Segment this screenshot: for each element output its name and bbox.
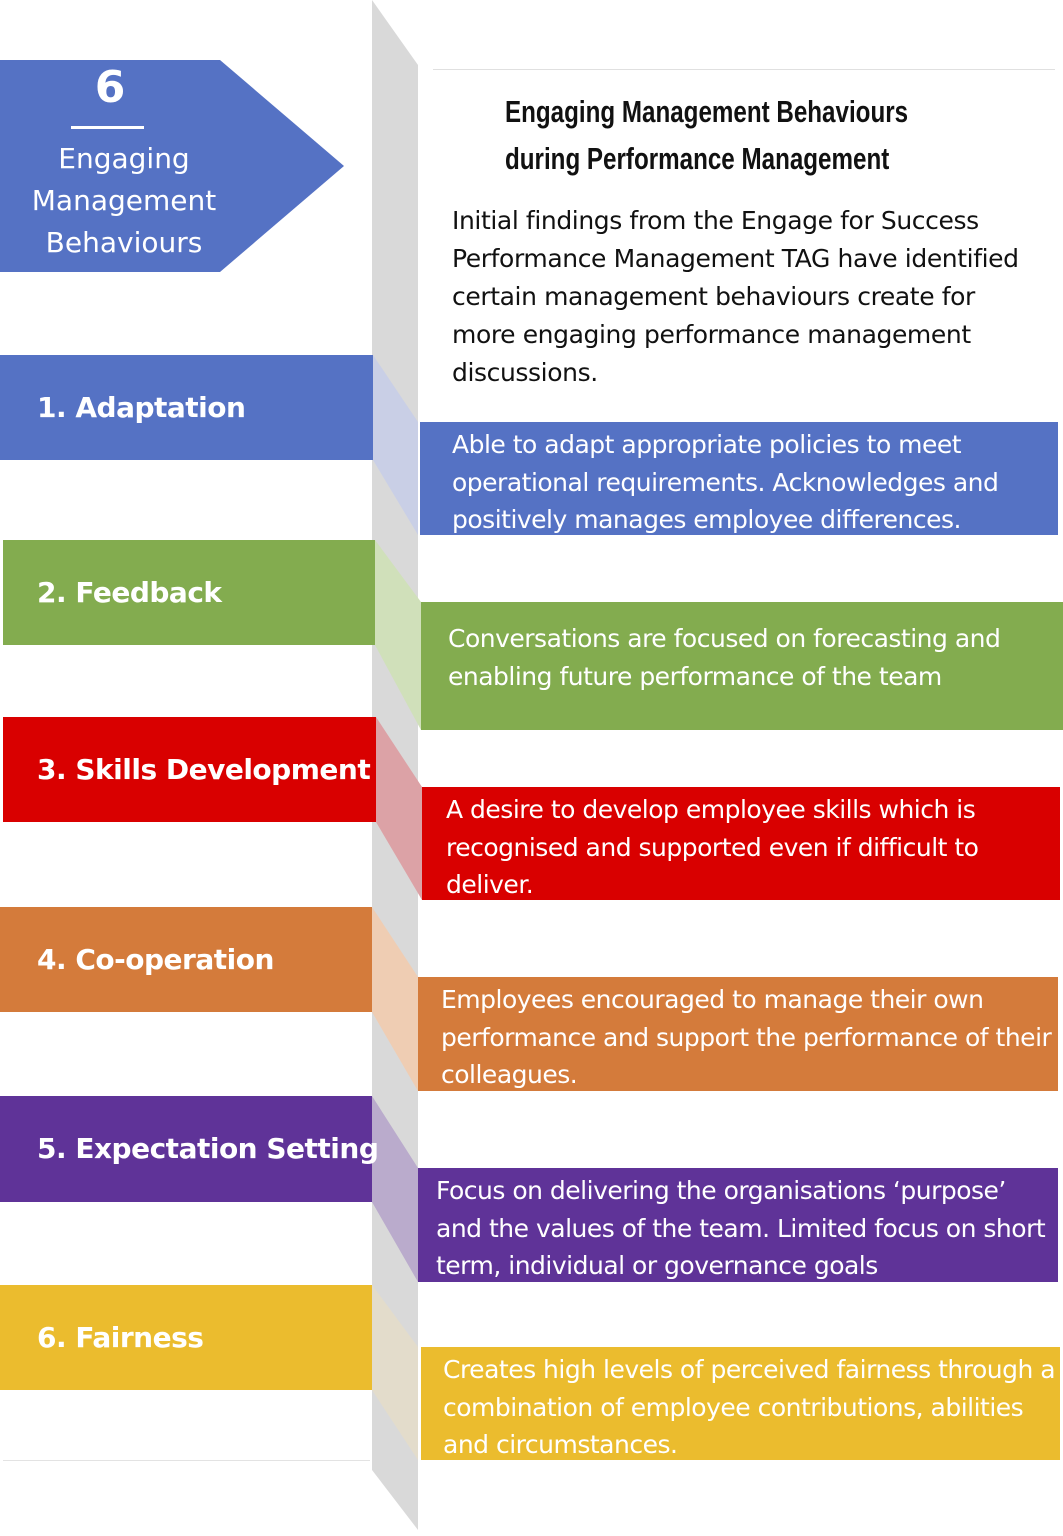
behaviour-label: 5. Expectation Setting	[37, 1132, 379, 1165]
header-number: 6	[94, 62, 126, 113]
behaviour-description-feedback: Conversations are focused on forecasting…	[421, 602, 1063, 730]
top-divider	[433, 69, 1055, 70]
header-chevron-arrow	[220, 60, 344, 272]
behaviour-bar-co-operation: 4. Co-operation	[0, 907, 372, 1012]
behaviour-label: 2. Feedback	[37, 576, 222, 609]
behaviour-bar-fairness: 6. Fairness	[0, 1285, 372, 1390]
behaviour-description-adaptation: Able to adapt appropriate policies to me…	[420, 422, 1058, 535]
behaviour-bar-skills-development: 3. Skills Development	[3, 717, 376, 822]
title-line-2: during Performance Management	[505, 141, 890, 176]
header-label-line: Management	[31, 184, 217, 217]
connector-2	[375, 540, 421, 730]
connector-6	[372, 1285, 418, 1460]
behaviour-label: 6. Fairness	[37, 1321, 204, 1354]
connector-1	[373, 355, 418, 535]
page-title: Engaging Management Behaviours during Pe…	[505, 88, 908, 182]
behaviour-label: 1. Adaptation	[37, 391, 246, 424]
behaviour-bar-adaptation: 1. Adaptation	[0, 355, 373, 460]
behaviour-description-expectation-setting: Focus on delivering the organisations ‘p…	[418, 1168, 1058, 1282]
header-label: Engaging Management Behaviours	[14, 138, 234, 264]
behaviour-bar-feedback: 2. Feedback	[3, 540, 375, 645]
behaviour-label: 4. Co-operation	[37, 943, 274, 976]
connector-5	[372, 1096, 418, 1282]
header-divider	[71, 126, 144, 129]
behaviour-description-co-operation: Employees encouraged to manage their own…	[418, 977, 1058, 1091]
behaviour-bar-expectation-setting: 5. Expectation Setting	[0, 1096, 379, 1202]
bottom-divider	[3, 1460, 370, 1461]
header-chevron-body	[0, 60, 220, 272]
connector-3	[376, 717, 422, 900]
intro-paragraph: Initial findings from the Engage for Suc…	[452, 206, 1019, 387]
behaviour-description-skills-development: A desire to develop employee skills whic…	[422, 787, 1060, 900]
behaviour-description-fairness: Creates high levels of perceived fairnes…	[421, 1347, 1060, 1460]
header-label-line: Engaging	[58, 142, 190, 175]
title-line-1: Engaging Management Behaviours	[505, 94, 909, 129]
behaviour-label: 3. Skills Development	[37, 753, 371, 786]
connector-4	[372, 907, 418, 1091]
header-label-line: Behaviours	[45, 226, 203, 259]
